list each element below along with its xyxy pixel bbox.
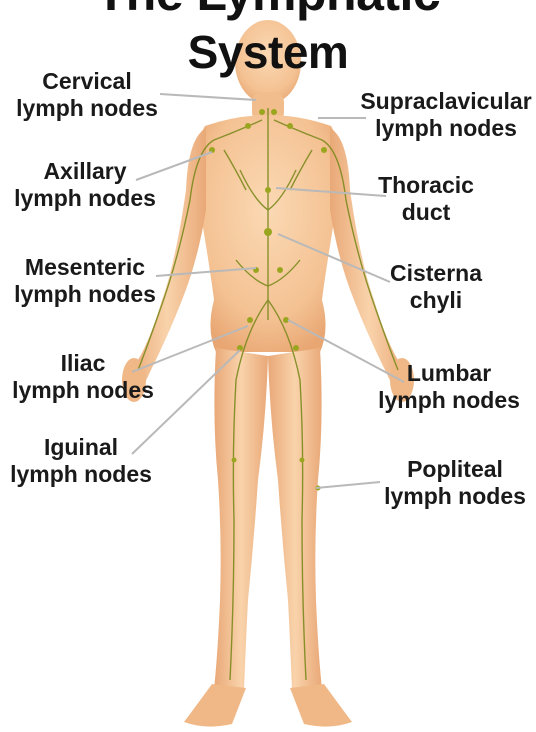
label-popliteal-line2: lymph nodes <box>380 483 530 510</box>
leader-popliteal <box>316 482 380 488</box>
label-iliac-line2: lymph nodes <box>8 377 158 404</box>
left-foot <box>184 684 246 727</box>
label-cisterna: Cisterna chyli <box>386 260 486 314</box>
label-lumbar-line1: Lumbar <box>372 360 526 387</box>
label-mesenteric: Mesenteric lymph nodes <box>10 254 160 308</box>
label-lumbar: Lumbar lymph nodes <box>372 360 526 414</box>
label-thoracic-line1: Thoracic <box>376 172 476 199</box>
label-axillary-line1: Axillary <box>10 158 160 185</box>
title-line-1: The Lymphatic <box>0 0 536 20</box>
label-cervical: Cervical lymph nodes <box>14 68 160 122</box>
label-supraclavicular-line2: lymph nodes <box>360 115 532 142</box>
label-thoracic: Thoracic duct <box>376 172 476 226</box>
label-supraclavicular-line1: Supraclavicular <box>360 88 532 115</box>
label-inguinal: Iguinal lymph nodes <box>6 434 156 488</box>
label-cisterna-line2: chyli <box>386 287 486 314</box>
label-popliteal-line1: Popliteal <box>380 456 530 483</box>
label-thoracic-line2: duct <box>376 199 476 226</box>
label-axillary: Axillary lymph nodes <box>10 158 160 212</box>
label-cisterna-line1: Cisterna <box>386 260 486 287</box>
label-cervical-line2: lymph nodes <box>14 95 160 122</box>
left-leg <box>214 348 268 690</box>
label-iliac-line1: Iliac <box>8 350 158 377</box>
label-mesenteric-line2: lymph nodes <box>10 281 160 308</box>
label-popliteal: Popliteal lymph nodes <box>380 456 530 510</box>
right-leg <box>268 348 322 690</box>
label-axillary-line2: lymph nodes <box>10 185 160 212</box>
label-lumbar-line2: lymph nodes <box>372 387 526 414</box>
label-inguinal-line2: lymph nodes <box>6 461 156 488</box>
label-inguinal-line1: Iguinal <box>6 434 156 461</box>
leader-cervical <box>160 94 256 100</box>
label-mesenteric-line1: Mesenteric <box>10 254 160 281</box>
label-iliac: Iliac lymph nodes <box>8 350 158 404</box>
label-cervical-line1: Cervical <box>14 68 160 95</box>
right-foot <box>290 684 352 727</box>
label-supraclavicular: Supraclavicular lymph nodes <box>360 88 532 142</box>
